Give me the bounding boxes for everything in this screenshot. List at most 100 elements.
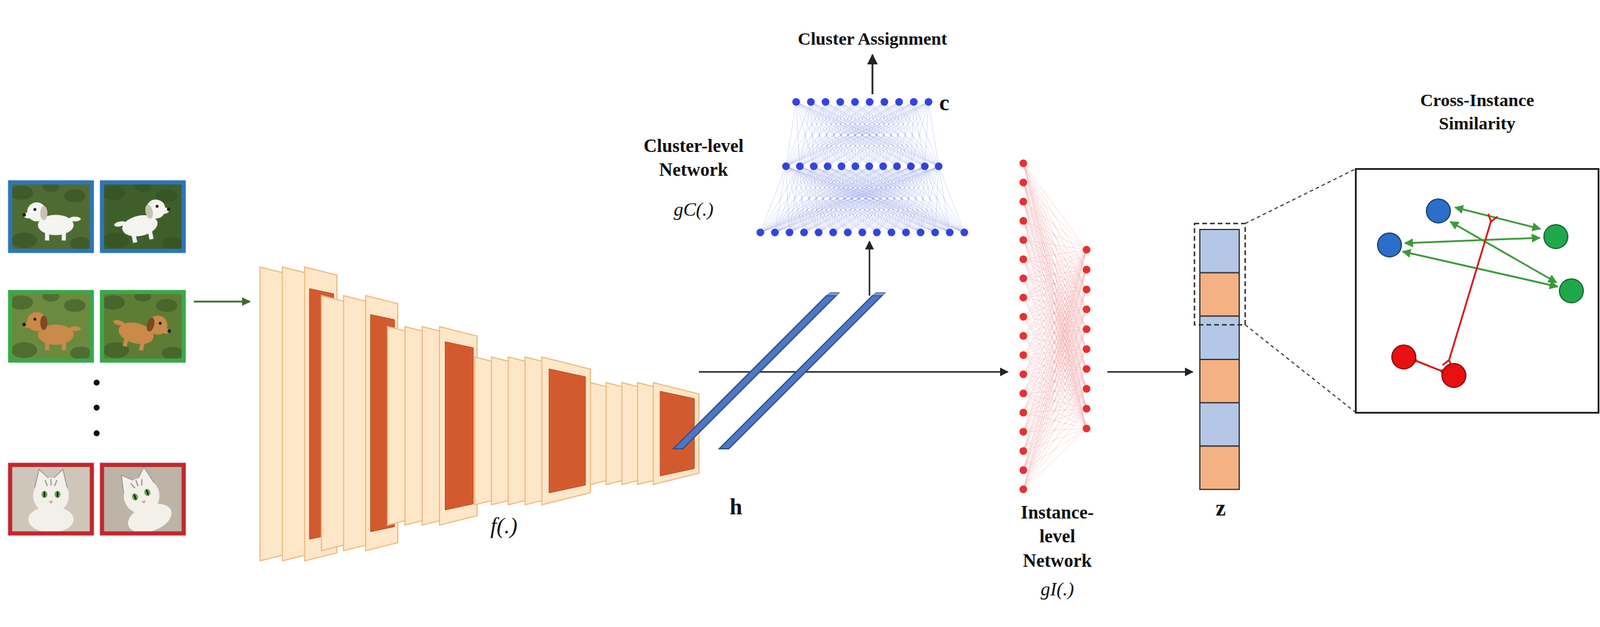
input-image (10, 182, 92, 250)
output-caption: Cluster Assignment (771, 26, 974, 51)
cluster-network-graph (799, 101, 929, 167)
cluster-network-graph (837, 162, 846, 171)
instance-network-graph (1023, 269, 1087, 490)
text-slot: z (1208, 493, 1233, 523)
cluster-network-graph (756, 228, 765, 237)
instance-network-graph (1082, 246, 1091, 255)
input-image (143, 488, 152, 498)
input-image (166, 207, 171, 212)
cluster-network-graph (924, 101, 929, 167)
similarity-panel: Cross-Instance Similarity (1354, 83, 1600, 415)
instance-network-graph (1023, 249, 1087, 413)
text-slot: f(.) (480, 511, 528, 541)
feature-line (698, 372, 886, 373)
conv-block (444, 341, 473, 510)
embedding-cells (1199, 273, 1240, 317)
similarity-figure (1442, 214, 1498, 369)
instance-network-graph (1023, 409, 1087, 490)
ellipsis-dots (93, 379, 100, 386)
input-image (11, 342, 38, 358)
input-image (162, 347, 184, 361)
cluster-network-graph (796, 101, 925, 167)
cluster-network-graph (841, 101, 870, 167)
cluster-network-graph (865, 162, 874, 171)
similarity-figure (1404, 237, 1540, 244)
similarity-figure (1559, 279, 1584, 303)
input-image (131, 492, 140, 502)
cluster-network-graph (760, 166, 897, 233)
similarity-figure (1356, 169, 1599, 414)
cluster-network-graph (785, 101, 885, 167)
cluster-network-graph (876, 166, 911, 233)
cluster-network-graph (862, 166, 870, 233)
input-image (10, 465, 92, 534)
instance-network-graph (1019, 409, 1028, 417)
cluster-network-graph (938, 166, 950, 233)
assignment-arrow (871, 54, 874, 95)
input-image (11, 232, 38, 249)
cluster-network-graph (879, 162, 887, 171)
cluster-network-graph (806, 98, 815, 107)
instance-network-graph (1082, 365, 1091, 374)
conv-block (549, 369, 586, 494)
embedding-node: z (1192, 217, 1250, 528)
similarity-figure (1455, 207, 1541, 229)
input-image (70, 347, 92, 361)
input-image (10, 465, 92, 534)
cluster-network-graph (924, 166, 950, 233)
function-label: gI(.) (1033, 577, 1082, 603)
embedding-label: z (1208, 493, 1233, 523)
input-image (111, 465, 176, 534)
input-image (118, 472, 165, 519)
input-image (144, 203, 155, 220)
input-image (10, 295, 34, 311)
cluster-network-graph (855, 101, 899, 167)
input-image (101, 295, 126, 311)
output-label: c (939, 88, 964, 118)
cluster-network-graph (818, 166, 939, 233)
cluster-network-graph (785, 166, 950, 233)
instance-network-graph (1023, 240, 1087, 250)
embedding-cells (1199, 446, 1240, 491)
cluster-network-graph (799, 166, 965, 233)
input-image (64, 189, 86, 203)
cluster-network-graph (931, 228, 940, 237)
instance-network-graph (1023, 249, 1087, 394)
conv-block (542, 357, 591, 506)
embedding-cells (1199, 359, 1240, 404)
cluster-network-graph (811, 101, 939, 167)
cluster-network-graph (821, 98, 830, 107)
cluster-network-graph (825, 101, 911, 167)
cluster-network-graph (833, 166, 939, 233)
cluster-network-graph (785, 228, 794, 237)
cluster-network-graph (865, 98, 874, 107)
instance-network-graph (1023, 221, 1087, 429)
input-image (10, 182, 92, 252)
similarity-figure (1356, 169, 1599, 414)
instance-network-graph (1023, 163, 1087, 370)
input-image (166, 329, 172, 334)
input-image (110, 196, 176, 247)
cluster-network-graph (827, 101, 856, 167)
input-image (43, 491, 46, 498)
instance-network-graph (1023, 309, 1087, 490)
feature-line (698, 371, 886, 374)
cluster-network-graph (796, 101, 939, 167)
cluster-network-graph (760, 166, 786, 233)
zoom-outline (1245, 325, 1355, 413)
instance-network-node: Instance-level NetworkgI(.) (1007, 155, 1108, 612)
cluster-network-graph (782, 162, 791, 171)
embedding-cells (1199, 229, 1240, 274)
similarity-figure (1426, 199, 1451, 224)
input-image (10, 292, 92, 361)
instance-network-graph (1019, 293, 1028, 302)
cluster-network-graph (814, 228, 823, 237)
instance-network-graph (1082, 265, 1091, 274)
input-image (9, 181, 93, 252)
text-slot: Cross-Instance Similarity (1402, 88, 1552, 135)
ellipsis-dots (93, 404, 100, 411)
instance-network-graph (1023, 289, 1087, 490)
cluster-network-graph (902, 228, 911, 237)
